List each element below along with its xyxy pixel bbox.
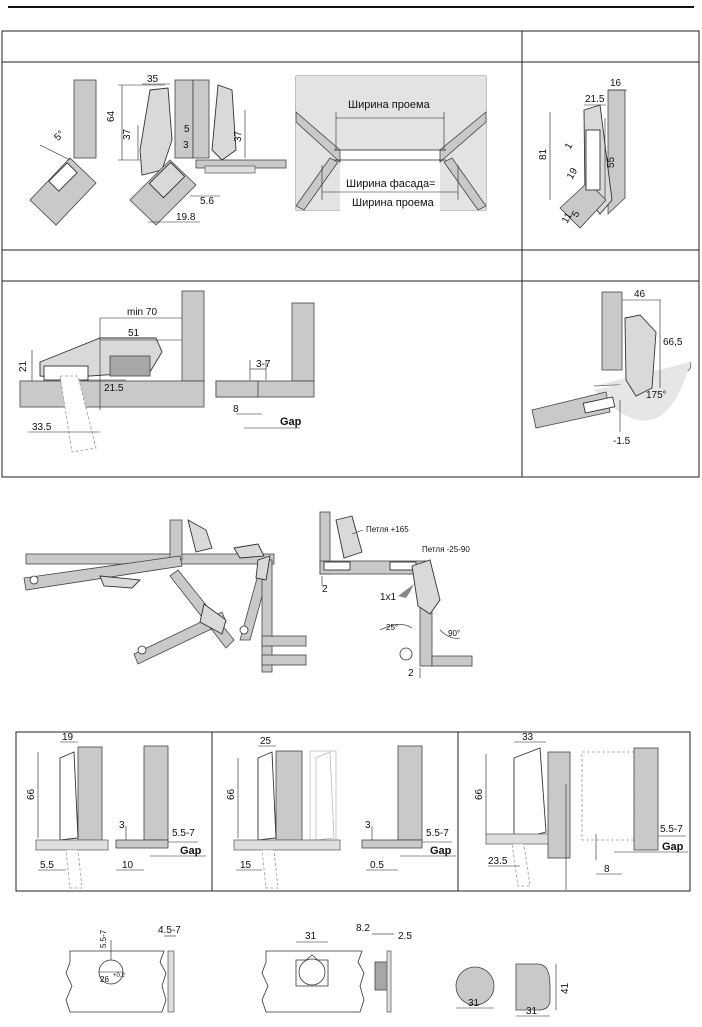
svg-text:2: 2 (322, 584, 328, 595)
svg-text:5.5-7: 5.5-7 (426, 828, 449, 839)
svg-text:55: 55 (606, 156, 617, 168)
svg-text:31: 31 (468, 998, 480, 1009)
svg-text:10: 10 (122, 860, 134, 871)
svg-text:31: 31 (305, 931, 317, 942)
svg-text:2: 2 (408, 668, 414, 679)
angled-door (29, 157, 97, 226)
svg-text:3: 3 (365, 820, 371, 831)
top-rule (8, 6, 694, 8)
svg-text:min 70: min 70 (127, 307, 157, 318)
svg-text:19: 19 (565, 166, 580, 182)
svg-text:0.5: 0.5 (370, 860, 384, 871)
svg-text:Ширина проема: Ширина проема (348, 99, 431, 111)
svg-text:Gap: Gap (662, 841, 684, 853)
svg-text:19.8: 19.8 (176, 212, 196, 223)
svg-text:31: 31 (526, 1006, 538, 1017)
svg-text:15: 15 (240, 860, 252, 871)
svg-text:175°: 175° (646, 390, 667, 401)
svg-text:Ширина проема: Ширина проема (352, 197, 435, 209)
svg-text:3-7: 3-7 (256, 359, 271, 370)
svg-text:5: 5 (570, 209, 583, 220)
svg-text:21: 21 (18, 360, 29, 372)
svg-text:41: 41 (560, 982, 571, 994)
svg-text:37: 37 (122, 128, 133, 140)
svg-text:Петля -25-90: Петля -25-90 (422, 545, 470, 554)
side-panel (73, 79, 97, 159)
svg-text:51: 51 (128, 328, 140, 339)
svg-text:5.5-7: 5.5-7 (660, 824, 683, 835)
svg-text:5.6: 5.6 (200, 196, 214, 207)
svg-text:19: 19 (62, 732, 74, 743)
svg-text:Gap: Gap (180, 845, 202, 857)
svg-text:5.5: 5.5 (40, 860, 54, 871)
svg-text:8.2: 8.2 (356, 923, 370, 934)
svg-text:35: 35 (147, 74, 159, 85)
svg-text:66: 66 (226, 788, 237, 800)
svg-text:33: 33 (522, 732, 534, 743)
svg-text:37: 37 (233, 130, 244, 142)
svg-text:21.5: 21.5 (104, 383, 124, 394)
svg-text:4.5-7: 4.5-7 (158, 925, 181, 936)
svg-text:5.5-7: 5.5-7 (99, 929, 108, 948)
svg-text:25: 25 (260, 736, 272, 747)
svg-text:1x1: 1x1 (380, 592, 397, 603)
svg-text:+0.2: +0.2 (113, 973, 126, 979)
svg-text:23.5: 23.5 (488, 856, 508, 867)
svg-text:81: 81 (538, 148, 549, 160)
door-panel (19, 380, 205, 408)
svg-text:1: 1 (563, 141, 576, 152)
svg-text:66: 66 (474, 788, 485, 800)
svg-text:25°: 25° (386, 623, 398, 632)
svg-text:64: 64 (106, 110, 117, 122)
svg-text:90°: 90° (448, 629, 460, 638)
svg-text:5.5-7: 5.5-7 (172, 828, 195, 839)
svg-text:5: 5 (184, 124, 190, 135)
svg-text:Петля +165: Петля +165 (366, 525, 409, 534)
svg-text:3: 3 (183, 140, 189, 151)
svg-text:Gap: Gap (280, 416, 302, 428)
svg-text:Gap: Gap (430, 845, 452, 857)
svg-text:16: 16 (610, 78, 622, 89)
svg-text:-1.5: -1.5 (613, 436, 631, 447)
svg-text:2.5: 2.5 (398, 931, 412, 942)
svg-text:Ширина фасада=: Ширина фасада= (346, 178, 435, 190)
hinge-side (211, 84, 237, 161)
svg-text:46: 46 (634, 289, 646, 300)
svg-text:33.5: 33.5 (32, 422, 52, 433)
svg-text:66,5: 66,5 (663, 337, 683, 348)
svg-text:21.5: 21.5 (585, 94, 605, 105)
svg-text:3: 3 (119, 820, 125, 831)
svg-text:8: 8 (233, 404, 239, 415)
svg-text:66: 66 (26, 788, 37, 800)
svg-text:8: 8 (604, 864, 610, 875)
svg-text:26: 26 (100, 975, 109, 984)
